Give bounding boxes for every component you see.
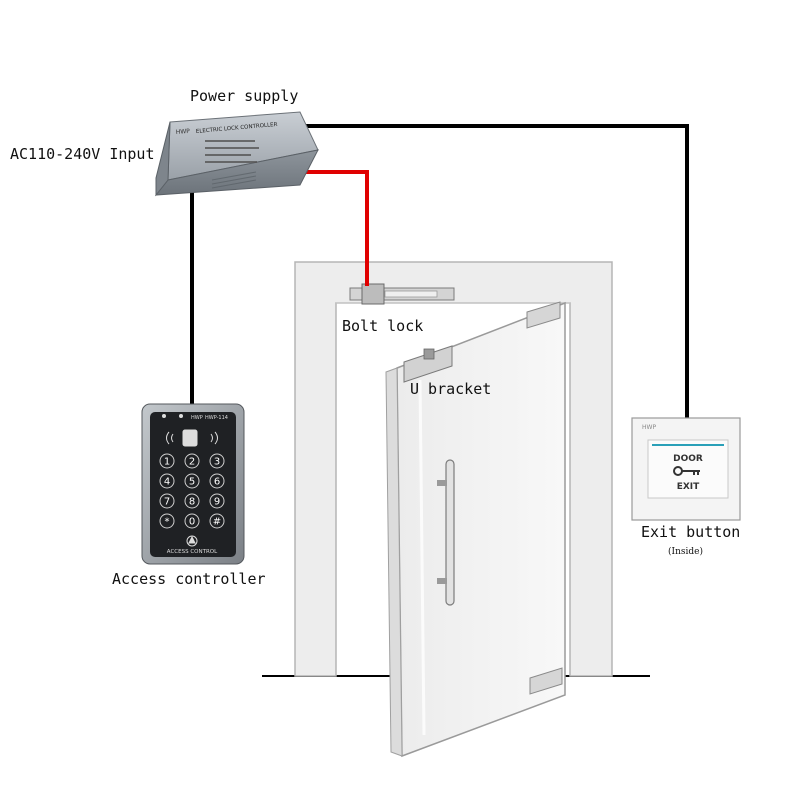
keypad-brand: HWP [191,415,203,421]
power-supply-brand: HWP [176,128,191,136]
door-leaf-edge [385,367,403,757]
keypad-key: # [213,517,221,528]
door-glass-highlight [418,379,426,736]
key-icon [673,466,700,476]
u-bracket-label: U bracket [410,380,492,398]
keypad-key-ring [159,473,175,489]
keypad-key-ring [184,473,200,489]
exit-button-label: Exit button [641,523,741,541]
access-controller-label: Access controller [112,570,266,588]
bolt-lock-device [349,283,455,305]
power-supply-box: HWP ELECTRIC LOCK CONTROLLER [154,111,319,197]
door-handle [437,459,455,606]
keypad-key: * [165,517,170,528]
keypad-key: 9 [214,497,220,508]
keypad-model: HWP-114 [205,415,228,421]
keypad-key-ring [159,513,175,529]
exit-panel-door: DOOR [673,454,703,464]
keypad-key: 4 [164,477,170,488]
wire-red-ps-to-bolt [300,170,369,286]
keypad-key: 0 [189,517,195,528]
exit-button-note: (Inside) [668,547,703,557]
ac-input-label: AC110-240V Input [10,145,155,163]
keypad-key: 5 [189,477,195,488]
keypad-footer: ACCESS CONTROL [167,549,218,555]
keypad-key-ring [209,473,225,489]
bell-icon [186,535,198,547]
keypad-key: 3 [214,457,220,468]
u-bracket [403,345,453,383]
keypad-key: 1 [164,457,170,468]
keypad-key: 7 [164,497,170,508]
keypad-key-ring [209,493,225,509]
door-top-clamp [526,301,561,329]
access-controller-keypad: HWP HWP-114 1 2 3 4 5 6 7 8 9 * 0 # ACCESS CONTROL [141,403,245,565]
power-supply-label: Power supply [190,87,299,105]
keypad-key: 6 [214,477,220,488]
rfid-icon [166,429,218,447]
keypad-key: 2 [189,457,195,468]
keypad-key-ring [159,493,175,509]
bolt-lock-label: Bolt lock [342,317,424,335]
exit-button-device: HWP DOOR EXIT [631,417,741,521]
exit-panel-exit: EXIT [677,482,700,492]
keypad-key: 8 [189,497,195,508]
keypad-key-ring [209,513,225,529]
keypad-keys: 1 2 3 4 5 6 7 8 9 * 0 # [159,453,225,529]
exit-panel-brand: HWP [642,424,656,431]
keypad-key-ring [209,453,225,469]
keypad-key-ring [184,453,200,469]
keypad-key-ring [184,493,200,509]
wire-black-ps-to-exit [300,124,689,418]
door-bottom-clamp [529,667,563,695]
keypad-key-ring [159,453,175,469]
keypad-key-ring [184,513,200,529]
